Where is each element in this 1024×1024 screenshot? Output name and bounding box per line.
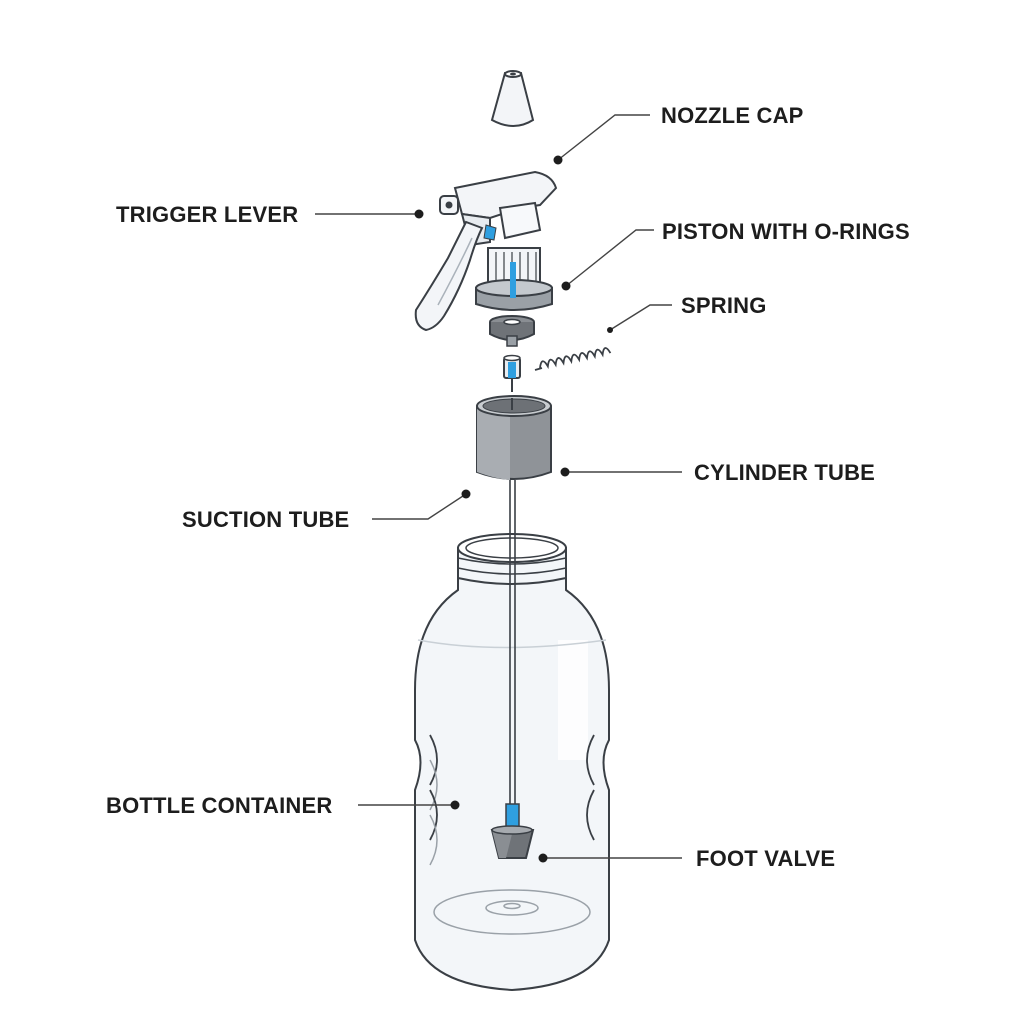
dot-foot-valve [538, 853, 548, 863]
collar-part [475, 247, 553, 311]
label-spring: SPRING [681, 293, 767, 318]
dot-cylinder-tube [560, 467, 570, 477]
dot-suction-tube [461, 489, 471, 499]
leader-piston [565, 229, 654, 287]
spring-part [534, 347, 612, 371]
leader-lines [315, 114, 682, 859]
dot-trigger-lever [414, 209, 424, 219]
leader-spring [609, 304, 672, 331]
leader-suction-tube [372, 493, 467, 520]
bottle-container-part [414, 533, 610, 992]
cylinder-tube-part [476, 395, 552, 480]
label-cylinder-tube: CYLINDER TUBE [694, 460, 876, 485]
label-bottle-container: BOTTLE CONTAINER [106, 793, 333, 818]
label-suction-tube: SUCTION TUBE [182, 507, 350, 532]
dot-spring [607, 327, 613, 333]
dot-piston [561, 281, 571, 291]
piston-part [489, 315, 535, 347]
leader-dots [414, 155, 613, 863]
dot-nozzle-cap [553, 155, 563, 165]
suction-tube-part [509, 480, 516, 806]
trigger-head-part [414, 170, 558, 332]
leader-nozzle-cap [557, 114, 650, 161]
label-trigger-lever: TRIGGER LEVER [116, 202, 299, 227]
dot-bottle-container [450, 800, 460, 810]
inlet-valve-part [503, 354, 521, 392]
nozzle-cap-part [490, 70, 535, 127]
label-nozzle-cap: NOZZLE CAP [661, 103, 804, 128]
label-piston: PISTON WITH O-RINGS [662, 219, 910, 244]
label-foot-valve: FOOT VALVE [696, 846, 836, 871]
foot-valve-part [490, 803, 535, 859]
